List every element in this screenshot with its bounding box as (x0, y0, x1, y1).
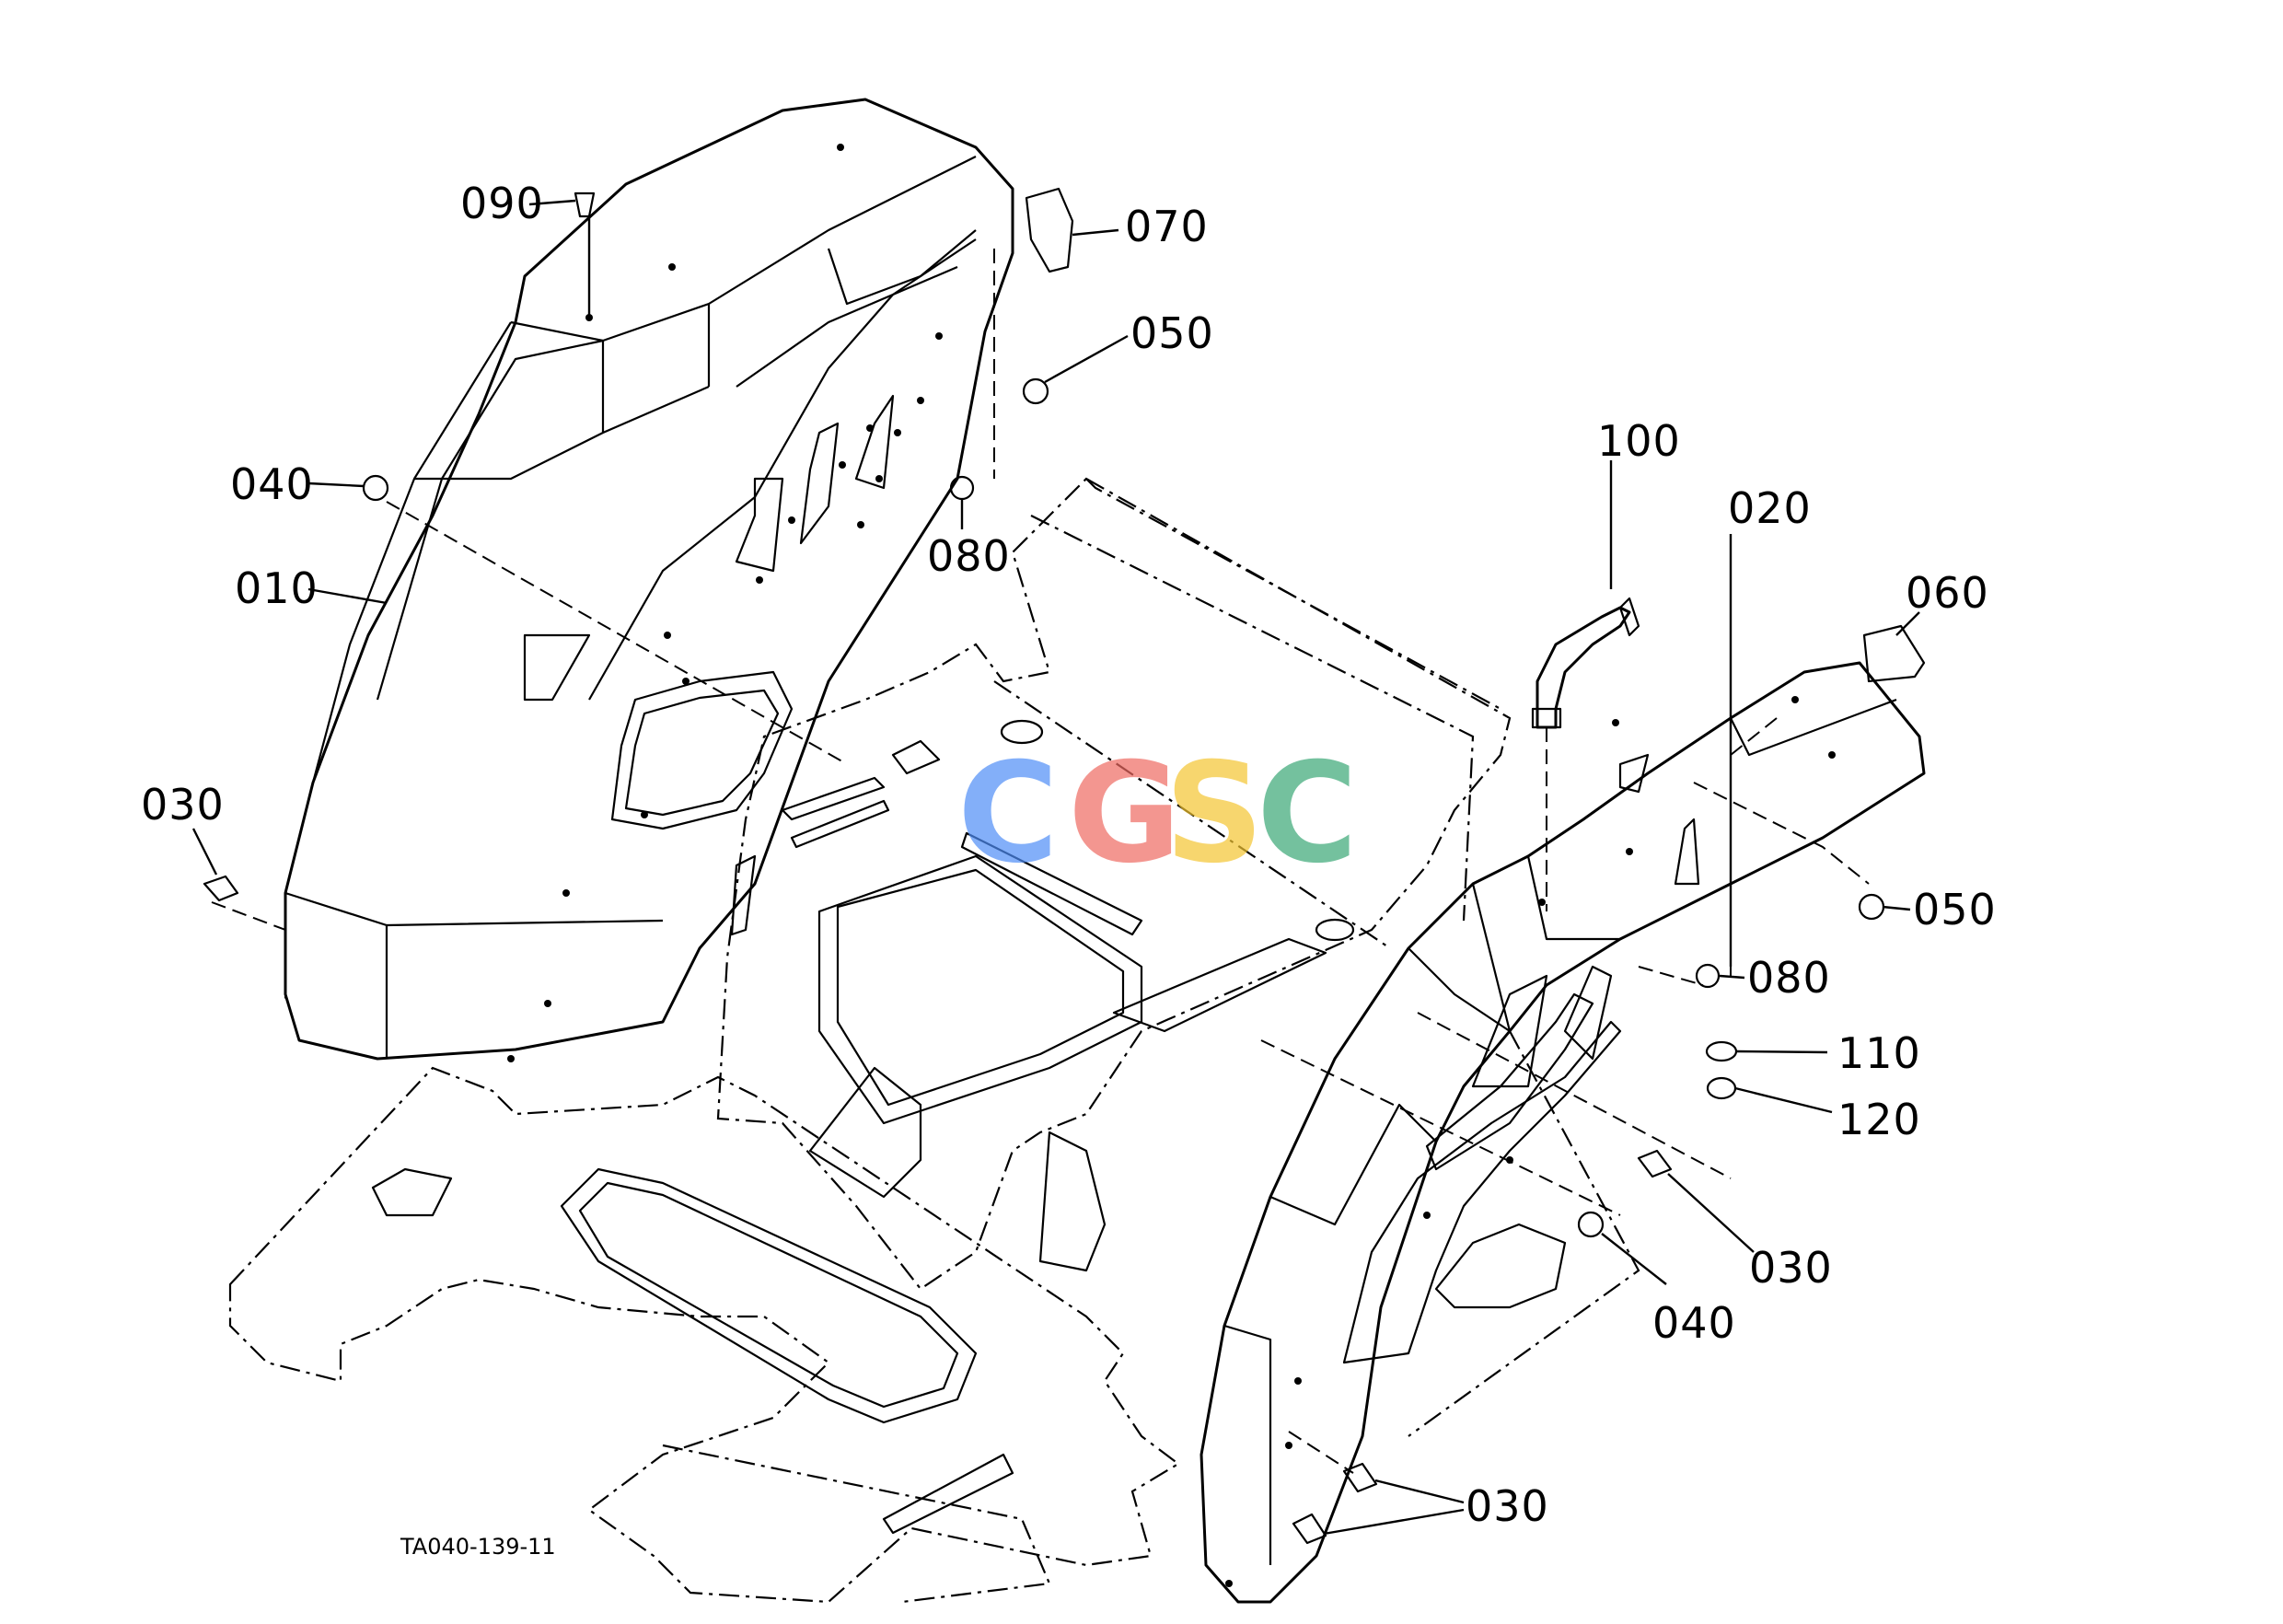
left-fender (284, 98, 1014, 1061)
watermark-letter: G (1068, 734, 1181, 894)
callout-080-left: 080 (927, 531, 1011, 581)
callout-040-left: 040 (230, 459, 314, 509)
watermark-letter: S (1165, 734, 1264, 894)
callout-labels: 090 070 050 040 080 010 030 100 020 060 … (141, 179, 1997, 1531)
callout-100: 100 (1597, 416, 1681, 466)
assembly-lines (211, 249, 1870, 1474)
part-090-plug (574, 191, 596, 218)
callout-050-right: 050 (1913, 885, 1997, 934)
callout-060: 060 (1906, 568, 1989, 618)
callout-020: 020 (1728, 483, 1812, 533)
part-050-nut-right (1858, 893, 1885, 921)
part-080-nut-right (1695, 963, 1721, 989)
seat-tub (716, 477, 1512, 1291)
part-070-clip (1025, 187, 1074, 273)
callout-120: 120 (1837, 1095, 1921, 1144)
floor-plate (228, 1066, 1180, 1604)
part-040-nut (362, 474, 389, 502)
part-030-bolt-lower1 (1342, 1462, 1378, 1493)
part-060-clip (1862, 624, 1926, 683)
watermark-letter: C (957, 734, 1059, 894)
callout-010: 010 (235, 563, 319, 613)
part-110-washer (1705, 1040, 1738, 1062)
part-080-nut (949, 475, 975, 501)
part-120-nut (1706, 1076, 1737, 1100)
part-030-bolt (203, 875, 239, 902)
part-050-nut (1022, 377, 1049, 405)
callout-030-right: 030 (1749, 1243, 1833, 1293)
part-030-bolt-right (1637, 1149, 1673, 1178)
part-040-nut-right (1577, 1211, 1605, 1238)
leader-lines (191, 199, 1920, 1536)
right-fender (1199, 661, 1926, 1604)
callout-080-right: 080 (1747, 953, 1831, 1003)
watermark-logo: C G S C (957, 734, 1358, 894)
callout-030-left: 030 (141, 780, 225, 829)
callout-090: 090 (460, 179, 544, 228)
mounting-holes (507, 144, 1836, 1587)
callout-070: 070 (1125, 202, 1209, 251)
callout-030-bottom: 030 (1466, 1481, 1549, 1531)
watermark-letter: C (1257, 734, 1358, 894)
callout-110: 110 (1837, 1028, 1921, 1078)
callout-050-top: 050 (1130, 308, 1214, 358)
part-030-bolt-lower2 (1292, 1513, 1327, 1545)
drawing-number: TA040-139-11 (400, 1534, 556, 1560)
part-100-hose-fitting (1618, 597, 1640, 637)
part-100-hose-end (1531, 707, 1562, 729)
callout-040-right: 040 (1652, 1298, 1736, 1348)
